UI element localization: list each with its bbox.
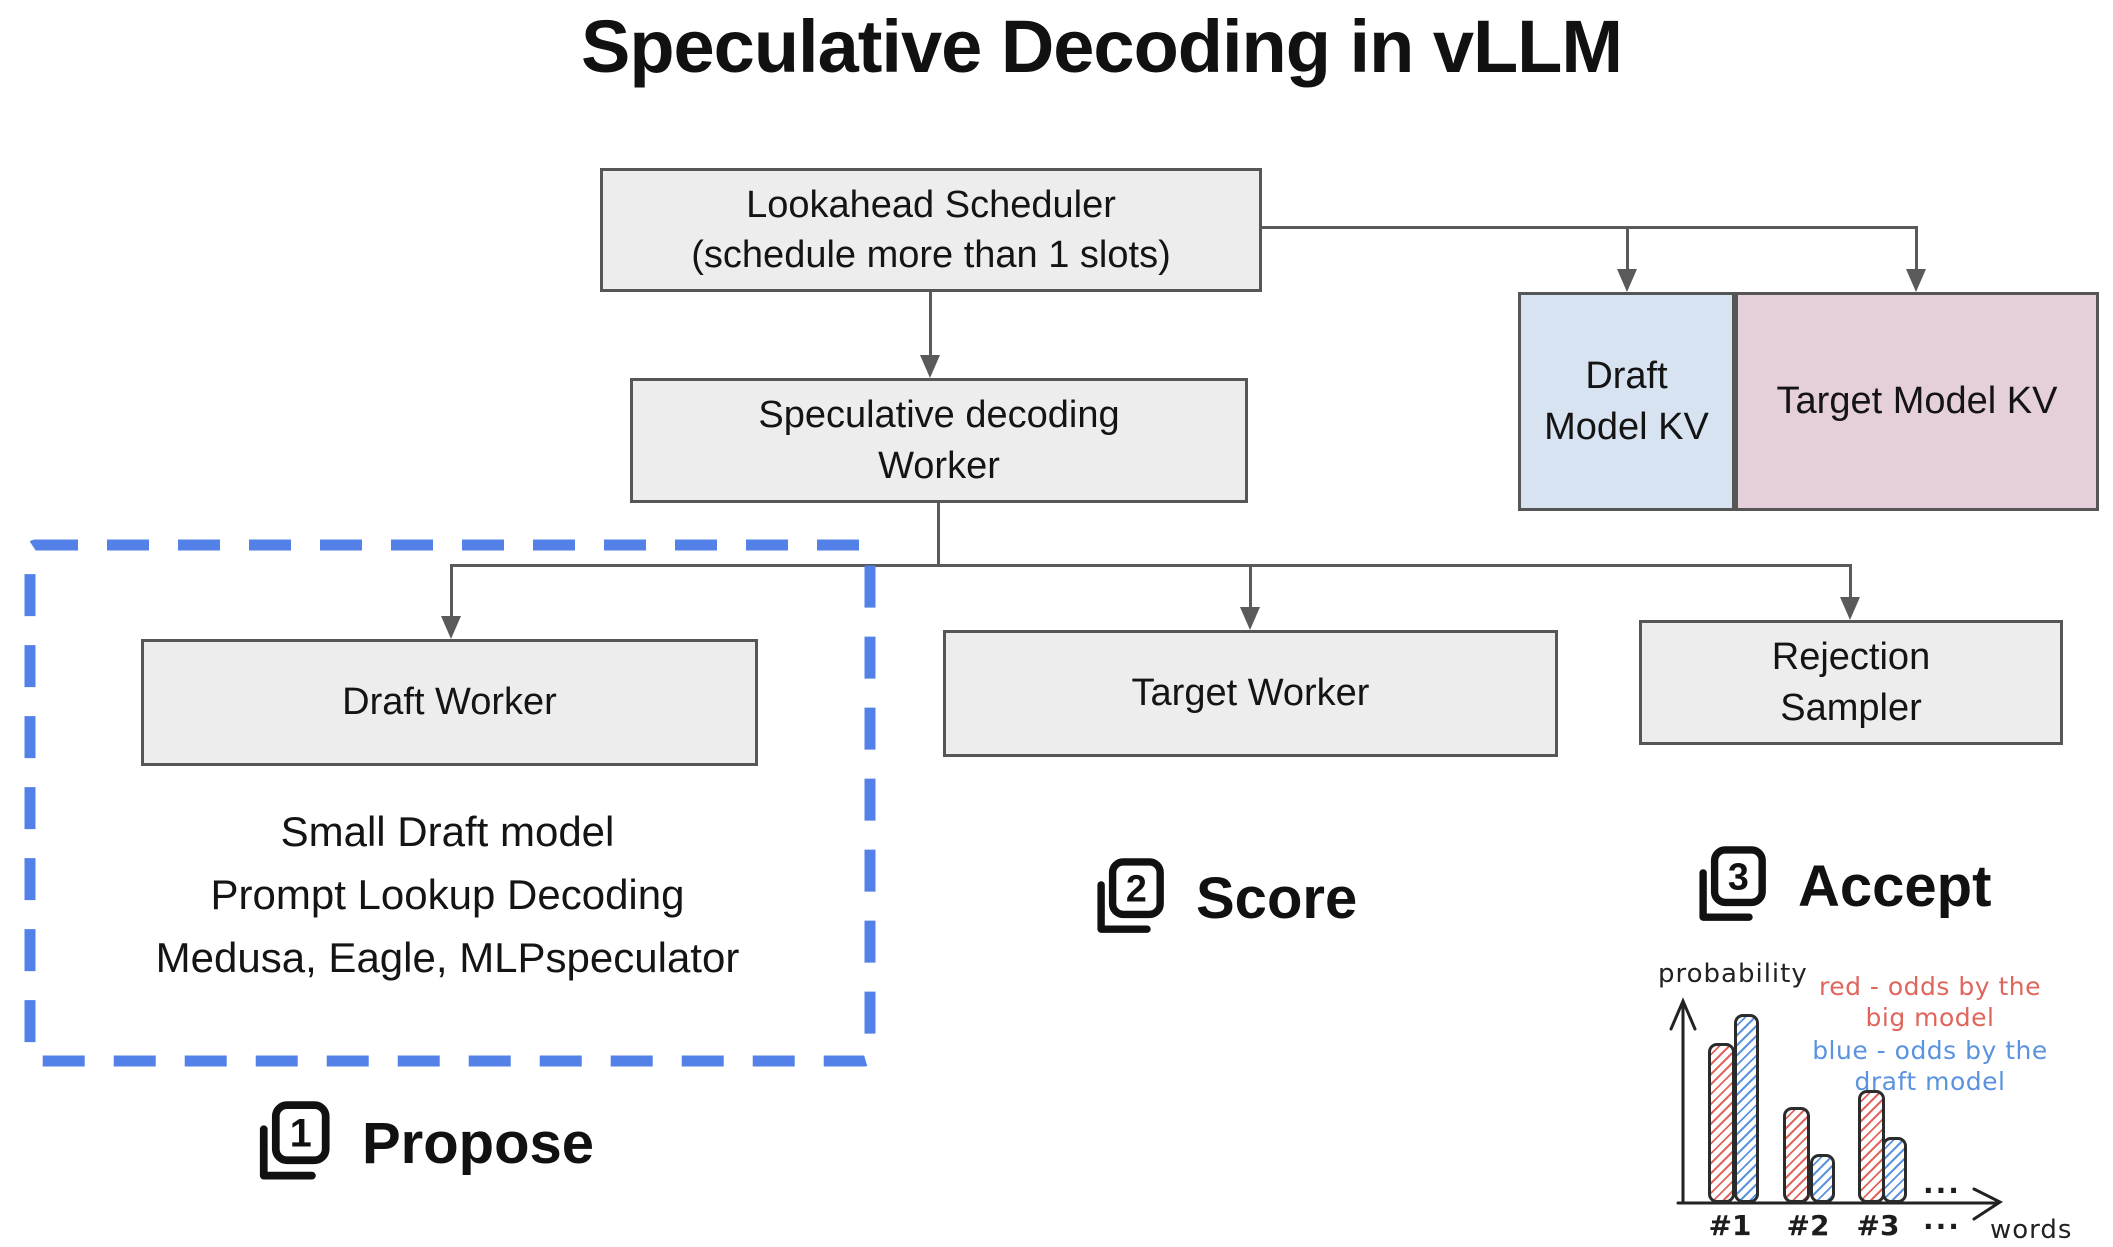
- target-model-kv-box: Target Model KV: [1735, 292, 2099, 511]
- connector-scheduler-to-worker: [929, 292, 932, 356]
- page-title: Speculative Decoding in vLLM: [580, 5, 1623, 88]
- legend-red: red - odds by the big model: [1818, 972, 2042, 1032]
- lookahead-scheduler-line2: (schedule more than 1 slots): [691, 234, 1171, 276]
- propose-label: Propose: [362, 1110, 595, 1176]
- pages-3-icon: 3: [1699, 846, 1766, 921]
- spec-worker-line2: Worker: [878, 444, 1000, 487]
- draft-worker-box: Draft Worker: [141, 639, 758, 766]
- spec-worker-line1: Speculative decoding: [758, 394, 1120, 437]
- draft-model-kv-label: Draft Model KV: [1544, 355, 1709, 448]
- arrowhead-target-worker: [1240, 607, 1260, 630]
- rejection-sampler-box: Rejection Sampler: [1639, 620, 2063, 745]
- draft-model-bar-#1: [1734, 1014, 1759, 1203]
- acceptance-probability-chart: probability words red - odds by the big …: [1650, 945, 2113, 1247]
- arrowhead-draft-kv: [1617, 269, 1637, 292]
- step-number: 1: [290, 1111, 312, 1155]
- branch-line: [450, 564, 1852, 567]
- big-model-bar-#3: [1858, 1090, 1885, 1203]
- ellipsis-below-axis: ...: [1923, 1203, 1961, 1236]
- target-model-kv-label: Target Model KV: [1776, 380, 2058, 423]
- target-worker-label: Target Worker: [1131, 672, 1370, 715]
- arrowhead-spec-worker: [920, 355, 940, 378]
- connector-worker-to-branch: [937, 503, 940, 565]
- step-number: 2: [1126, 867, 1147, 909]
- rejection-sampler-line2: Sampler: [1780, 686, 1922, 729]
- arrowhead-rejection-sampler: [1840, 597, 1860, 620]
- rejection-sampler-line1: Rejection: [1771, 636, 1931, 679]
- arrowhead-target-kv: [1906, 269, 1926, 292]
- dashed-rect-border: [24, 539, 876, 1067]
- spec-decoding-worker-box: Speculative decoding Worker: [630, 378, 1248, 503]
- step-propose: 1 Propose: [250, 1098, 594, 1188]
- accept-label: Accept: [1798, 853, 1992, 919]
- draft-model-bar-#2: [1810, 1154, 1835, 1203]
- draft-model-bar-#3: [1882, 1137, 1907, 1203]
- ellipsis-above-axis: ...: [1923, 1167, 1961, 1200]
- x-axis-arrowhead: [1972, 1187, 2004, 1221]
- pages-1-icon: 1: [259, 1101, 330, 1180]
- big-model-bar-#1: [1708, 1043, 1735, 1203]
- draft-worker-label: Draft Worker: [342, 681, 557, 724]
- connector-drop-rejection-sampler: [1849, 564, 1852, 598]
- draft-model-kv-box: Draft Model KV: [1518, 292, 1735, 511]
- draft-method-item: Prompt Lookup Decoding: [210, 871, 685, 918]
- tick-3: #3: [1856, 1209, 1900, 1242]
- score-label: Score: [1196, 865, 1358, 931]
- connector-drop-draft-worker: [450, 564, 453, 617]
- arrowhead-draft-worker: [441, 616, 461, 639]
- draft-method-item: Small Draft model: [280, 808, 615, 855]
- y-axis-label: probability: [1658, 959, 1808, 989]
- big-model-bar-#2: [1783, 1107, 1810, 1203]
- step-score: 2 Score: [1088, 855, 1357, 941]
- step-accept: 3 Accept: [1690, 843, 1991, 929]
- step-number: 3: [1728, 855, 1749, 897]
- chart-axes: [1669, 997, 2004, 1221]
- connector-drop-target-worker: [1249, 564, 1252, 608]
- propose-dashed-region: [24, 539, 876, 1067]
- connector-drop-target-kv: [1915, 226, 1918, 271]
- draft-method-item: Medusa, Eagle, MLPspeculator: [155, 934, 740, 981]
- y-axis-arrowhead: [1669, 997, 1697, 1031]
- lookahead-scheduler-box: Lookahead Scheduler (schedule more than …: [600, 168, 1262, 292]
- tick-2: #2: [1786, 1209, 1830, 1242]
- legend-blue: blue - odds by the draft model: [1812, 1036, 2048, 1096]
- draft-methods-list: Small Draft model Prompt Lookup Decoding…: [30, 800, 865, 989]
- pages-2-icon: 2: [1097, 858, 1164, 933]
- connector-drop-draft-kv: [1626, 226, 1629, 271]
- x-axis-label: words: [1990, 1215, 2073, 1245]
- target-worker-box: Target Worker: [943, 630, 1558, 757]
- connector-scheduler-to-kv: [1262, 226, 1918, 229]
- lookahead-scheduler-line1: Lookahead Scheduler: [746, 183, 1116, 226]
- tick-1: #1: [1708, 1209, 1752, 1242]
